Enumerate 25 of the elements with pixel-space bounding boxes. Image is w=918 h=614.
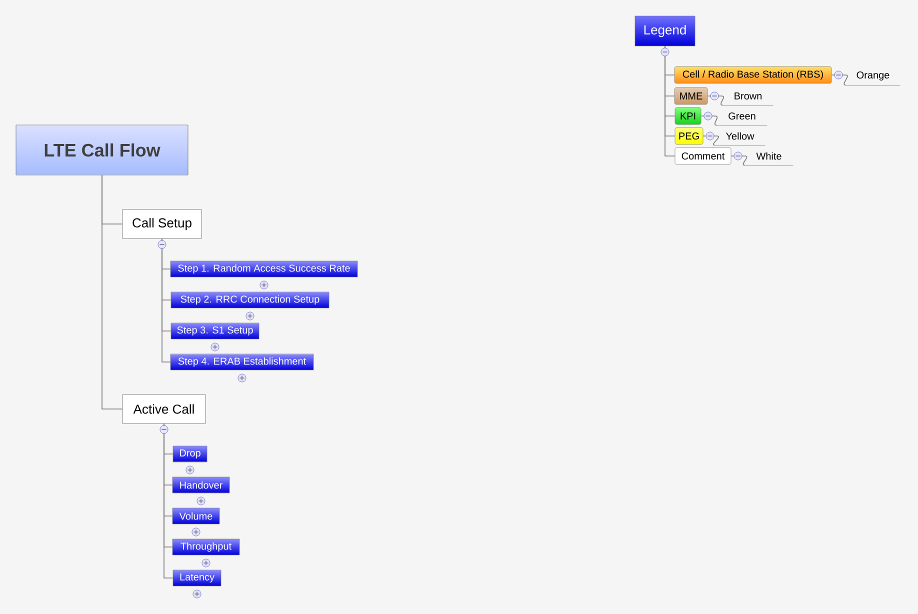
title-box: LTE Call Flow	[16, 124, 188, 176]
connector	[162, 238, 171, 362]
legend-topic-box: KPI	[674, 107, 702, 125]
legend-topic-box: MME	[674, 87, 708, 105]
topic-box: Active Call	[122, 394, 206, 424]
legend-heading-box: Legend	[634, 16, 696, 46]
legend-value: Yellow	[714, 132, 766, 146]
subtopic-box: Throughput	[172, 538, 240, 556]
legend-topic-box: Cell / Radio Base Station (RBS)	[674, 66, 832, 84]
legend-topic-box: PEG	[674, 127, 704, 145]
subtopic-box: Step 3. S1 Setup	[170, 322, 260, 340]
legend-value: White	[744, 152, 794, 166]
topic-box: Call Setup	[122, 209, 202, 239]
connector	[102, 174, 123, 410]
legend-value: Orange	[846, 71, 900, 86]
subtopic-box: Step 4. ERAB Establishment	[170, 354, 314, 370]
subtopic-box: Volume	[172, 508, 220, 524]
legend-value: Green	[716, 112, 768, 126]
subtopic-box: Step 2. RRC Connection Setup	[170, 292, 330, 308]
legend-value: Brown	[722, 92, 774, 106]
subtopic-box: Handover	[172, 476, 230, 494]
subtopic-box: Drop	[172, 446, 208, 462]
subtopic-box: Latency	[172, 570, 222, 586]
subtopic-box: Step 1. Random Access Success Rate	[170, 260, 358, 278]
legend-topic-box: Comment	[674, 147, 732, 165]
